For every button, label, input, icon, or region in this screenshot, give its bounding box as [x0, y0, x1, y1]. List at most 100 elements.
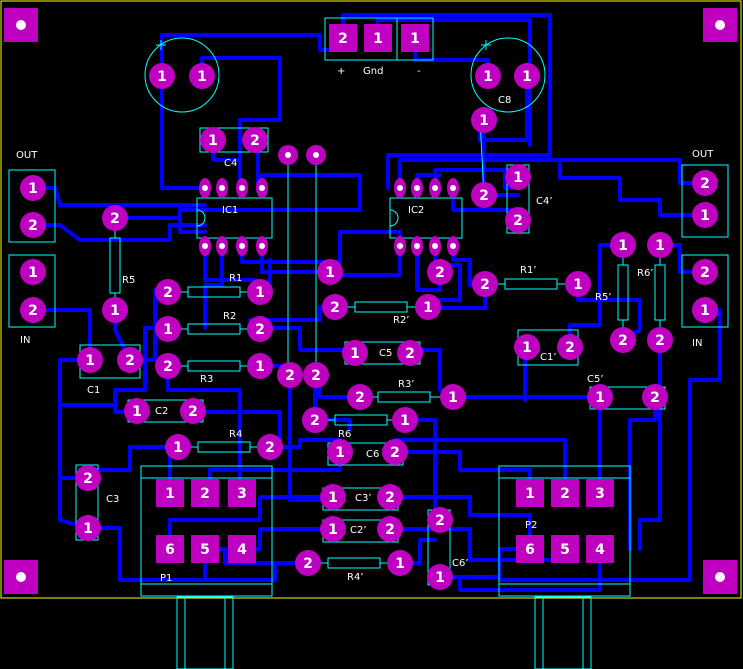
pad-number: 1 [328, 490, 338, 506]
component-pad: 1 [401, 24, 429, 52]
component-pad: 1 [124, 398, 150, 424]
component-pad: 1 [320, 516, 346, 542]
component-pad: 2 [427, 507, 453, 533]
label-c3p: C3’ [355, 493, 372, 504]
component-pad: 1 [77, 347, 103, 373]
component-pad: 1 [320, 484, 346, 510]
label-r3: R3 [200, 374, 213, 385]
pad-number: 1 [522, 69, 532, 85]
pad-number: 3 [595, 486, 605, 502]
label-out-right: OUT [692, 149, 714, 160]
ic-pin-pad [394, 178, 406, 198]
pad-number: 1 [448, 390, 458, 406]
component-pad: 2 [20, 212, 46, 238]
component-pad: 1 [610, 232, 636, 258]
pad-number: 1 [28, 265, 38, 281]
label-r2p: R2’ [393, 315, 410, 326]
pad-number: 1 [655, 238, 665, 254]
silk-labels: OUT IN OUT IN + Gnd - IC1 IC2 C4 C4’ C8 … [16, 66, 714, 584]
pad-number: 1 [325, 265, 335, 281]
pad-number: 2 [390, 445, 400, 461]
pad-number: 2 [83, 471, 93, 487]
component-pad: 2 [557, 334, 583, 360]
component-pad: 1 [427, 564, 453, 590]
pad-number: 6 [165, 542, 175, 558]
component-pad: 1 [471, 107, 497, 133]
pad-number: 1 [618, 238, 628, 254]
pad-number: 1 [700, 303, 710, 319]
component-pad: 2 [191, 479, 219, 507]
pad-number: 2 [700, 176, 710, 192]
pad-number: 2 [435, 513, 445, 529]
pad-number: 1 [483, 69, 493, 85]
label-c5: C5 [379, 348, 392, 359]
ic-pin-pad [216, 236, 228, 256]
label-p2: P2 [525, 520, 537, 531]
pad-number: 4 [237, 542, 247, 558]
ic-pin-pad [236, 178, 248, 198]
pad-number: 6 [525, 542, 535, 558]
label-c4: C4 [224, 158, 237, 169]
component-pad: 2 [647, 327, 673, 353]
pad-number: 2 [405, 346, 415, 362]
pad-number: 1 [28, 181, 38, 197]
pad-number: 1 [400, 413, 410, 429]
pad-number: 2 [28, 218, 38, 234]
component-pad: 1 [475, 63, 501, 89]
pad-number: 1 [335, 445, 345, 461]
pad-number: 5 [560, 542, 570, 558]
pad-number: 1 [255, 285, 265, 301]
label-gnd: Gnd [363, 66, 383, 77]
pad-number: 2 [338, 31, 348, 47]
pad-number: 1 [83, 521, 93, 537]
pad-number: 2 [565, 340, 575, 356]
pad-number: 2 [285, 368, 295, 384]
component-pad: 2 [302, 407, 328, 433]
component-pad: 2 [377, 484, 403, 510]
component-pad: 2 [427, 259, 453, 285]
component-pad: 1 [200, 127, 226, 153]
component-pad: 5 [191, 535, 219, 563]
component-pad: 2 [257, 434, 283, 460]
ic-pin-pad [447, 178, 459, 198]
component-pad: 1 [247, 353, 273, 379]
label-r6p: R6’ [637, 268, 654, 279]
label-c2: C2 [155, 406, 168, 417]
label-plus: + [337, 66, 345, 77]
component-pad: 1 [75, 515, 101, 541]
component-pad: 2 [471, 182, 497, 208]
label-c2p: C2’ [350, 525, 367, 536]
mounting-holes [4, 8, 737, 594]
pad-number: 4 [595, 542, 605, 558]
pad-number: 2 [163, 359, 173, 375]
ic-pin-pad [411, 236, 423, 256]
component-pad: 1 [156, 479, 184, 507]
label-r4p: R4’ [347, 572, 364, 583]
pad-number: 1 [525, 486, 535, 502]
component-pad: 1 [364, 24, 392, 52]
component-pad: 1 [415, 294, 441, 320]
label-c6p: C6’ [452, 558, 469, 569]
label-c6: C6 [366, 449, 379, 460]
component-pad: 6 [156, 535, 184, 563]
component-pad: 1 [565, 271, 591, 297]
ic-pin-pad [199, 236, 211, 256]
component-pad: 2 [295, 550, 321, 576]
component-pad: 3 [228, 479, 256, 507]
pad-number: 1 [328, 522, 338, 538]
component-pad: 5 [551, 535, 579, 563]
component-pad: 2 [347, 384, 373, 410]
component-pad: 2 [155, 353, 181, 379]
label-in-right: IN [692, 338, 702, 349]
pad-number: 1 [110, 303, 120, 319]
pad-number: 1 [373, 31, 383, 47]
pad-number: 1 [423, 300, 433, 316]
component-pad: 2 [505, 207, 531, 233]
ic-pin-pad [394, 236, 406, 256]
pad-number: 1 [395, 556, 405, 572]
label-out-left: OUT [16, 150, 38, 161]
component-pad: 2 [322, 294, 348, 320]
label-r4: R4 [229, 429, 242, 440]
component-pad: 2 [155, 279, 181, 305]
